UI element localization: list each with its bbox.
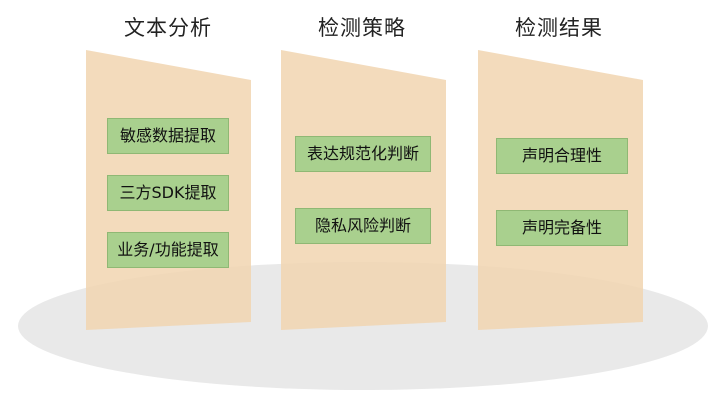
item-expression-normalization-judgment: 表达规范化判断: [295, 136, 431, 172]
column-title-detection-strategy: 检测策略: [318, 16, 406, 40]
column-title-detection-result: 检测结果: [515, 16, 603, 40]
item-sensitive-data-extraction: 敏感数据提取: [107, 118, 229, 154]
column-title-text-analysis: 文本分析: [124, 16, 212, 40]
item-privacy-risk-judgment: 隐私风险判断: [295, 208, 431, 244]
item-business-function-extraction: 业务/功能提取: [107, 232, 229, 268]
item-declaration-rationality: 声明合理性: [496, 138, 628, 174]
panel-detection-strategy: [281, 50, 446, 330]
item-third-party-sdk-extraction: 三方SDK提取: [107, 175, 229, 211]
item-declaration-completeness: 声明完备性: [496, 210, 628, 246]
panel-detection-result: [478, 50, 643, 330]
